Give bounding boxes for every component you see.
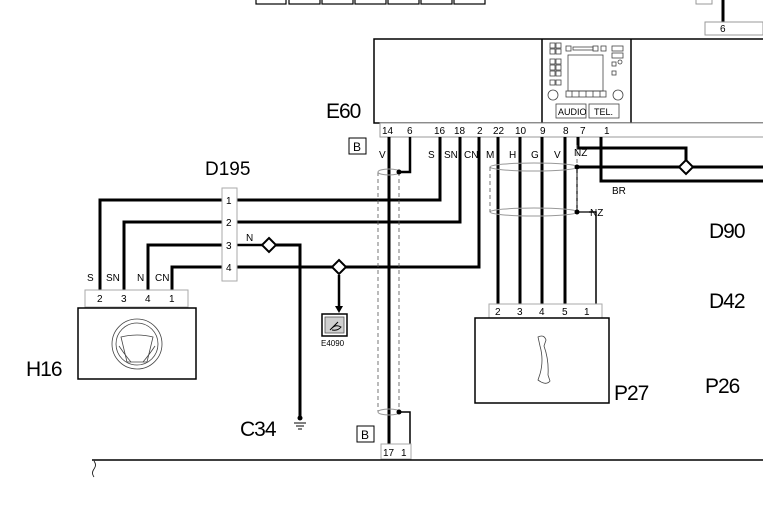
wire-s-16 [236, 137, 442, 202]
splice-cn [330, 258, 348, 276]
arrow-down-icon [335, 306, 343, 313]
p27-pin: 4 [539, 307, 545, 318]
p27-pin: 2 [495, 307, 501, 318]
marker-b-bottom: B [356, 425, 375, 443]
h16-label: H16 [26, 358, 62, 381]
wire-label: SN [444, 150, 458, 161]
p26-label: P26 [705, 375, 740, 398]
h16-component: 2 3 4 1 H16 [26, 289, 197, 381]
e60-pin: 10 [515, 126, 527, 137]
e60-pins: 14 6 16 18 2 22 10 9 8 7 1 [382, 126, 610, 137]
bottom-pin: 1 [401, 448, 407, 459]
wire-label: CN [155, 273, 169, 284]
wire-h16-cn [170, 265, 222, 292]
e60-pin: 7 [580, 126, 586, 137]
e60-pin: 18 [454, 126, 466, 137]
d195-component: 1 2 3 4 D195 N [205, 159, 253, 282]
shield-v [377, 172, 400, 412]
break-mark-icon [92, 460, 96, 478]
e60-pin: 6 [407, 126, 413, 137]
h16-pin: 4 [145, 294, 151, 305]
d195-pin: 1 [226, 196, 232, 207]
e60-pin: 2 [477, 126, 483, 137]
junction-dots [297, 164, 580, 421]
wire-label: CN [464, 150, 478, 161]
d90-label: D90 [709, 220, 745, 243]
d195-label: D195 [205, 159, 250, 180]
e4090-component: E4090 [321, 313, 348, 348]
hand-pointer-icon [329, 321, 342, 331]
wire-br-1 [599, 137, 763, 183]
e60-pin: 9 [540, 126, 546, 137]
wire-label: N [246, 233, 253, 244]
wire-nz-shield [589, 211, 597, 304]
wire-label: V [379, 150, 386, 161]
p27-pin: 3 [517, 307, 523, 318]
wire-label: G [531, 150, 539, 161]
e60-wire-labels: V S SN CN M H G V NZ BR NZ [379, 148, 626, 219]
tel-button-label: TEL. [594, 107, 613, 117]
c34-ground: C34 [240, 418, 306, 441]
audio-button-label: AUDIO [558, 107, 587, 117]
d195-pin: 2 [226, 218, 232, 229]
phone-handset-icon [537, 335, 551, 384]
wire-label: SN [106, 273, 120, 284]
steering-wheel-icon [111, 318, 163, 370]
e60-pin: 22 [493, 126, 505, 137]
p27-pin: 1 [584, 307, 590, 318]
wires [98, 137, 763, 449]
top-connector-strip [255, 0, 486, 5]
e60-pin: 16 [434, 126, 446, 137]
splice-nz [677, 158, 695, 176]
c34-label: C34 [240, 418, 277, 441]
bottom-pin: 17 [383, 448, 395, 459]
wire-label: BR [612, 186, 626, 197]
wire-h16-s [98, 198, 222, 292]
wire-label: V [554, 150, 561, 161]
wire-6 [399, 137, 412, 174]
d42-label: D42 [709, 290, 745, 313]
h16-wire-labels: S SN N CN [87, 273, 169, 284]
e60-component: AUDIO TEL. 14 6 16 18 2 22 10 9 8 7 1 E6… [326, 38, 763, 138]
e60-label: E60 [326, 100, 361, 123]
wire-label: S [87, 273, 94, 284]
wire-h16-sn [122, 220, 222, 292]
marker-b-text: B [361, 428, 369, 442]
shield-mz [489, 145, 578, 212]
bottom-connector: 17 1 [380, 443, 412, 460]
splice-n [260, 236, 278, 254]
splice-diamonds [260, 158, 695, 276]
wire-label: H [509, 150, 516, 161]
d195-pin: 3 [226, 241, 232, 252]
wire-ground [276, 243, 302, 418]
wire-label: N [137, 273, 144, 284]
e60-pin: 8 [563, 126, 569, 137]
top-right-connector: 6 [695, 0, 763, 36]
marker-b-top: B [348, 137, 367, 155]
e60-pin: 14 [382, 126, 394, 137]
wire-label: NZ [590, 208, 603, 219]
p27-component: 2 3 4 5 1 P27 [474, 303, 650, 405]
wire-7-loop [576, 137, 688, 160]
p27-pin: 5 [562, 307, 568, 318]
wire-label: NZ [574, 148, 587, 159]
wire-h16-n [146, 243, 222, 292]
marker-b-text: B [353, 140, 361, 154]
wire-label: M [486, 150, 494, 161]
h16-pin: 1 [169, 294, 175, 305]
wire-label: S [428, 150, 435, 161]
h16-pin: 2 [97, 294, 103, 305]
h16-pin: 3 [121, 294, 127, 305]
top-right-pin: 6 [720, 24, 726, 35]
wire-sn-18 [236, 137, 462, 224]
p27-label: P27 [614, 382, 649, 405]
radio-faceplate-icon [547, 42, 624, 119]
wire-cn-2 [236, 137, 481, 269]
e60-pin: 1 [604, 126, 610, 137]
e4090-label: E4090 [321, 339, 345, 348]
d195-pin: 4 [226, 263, 232, 274]
